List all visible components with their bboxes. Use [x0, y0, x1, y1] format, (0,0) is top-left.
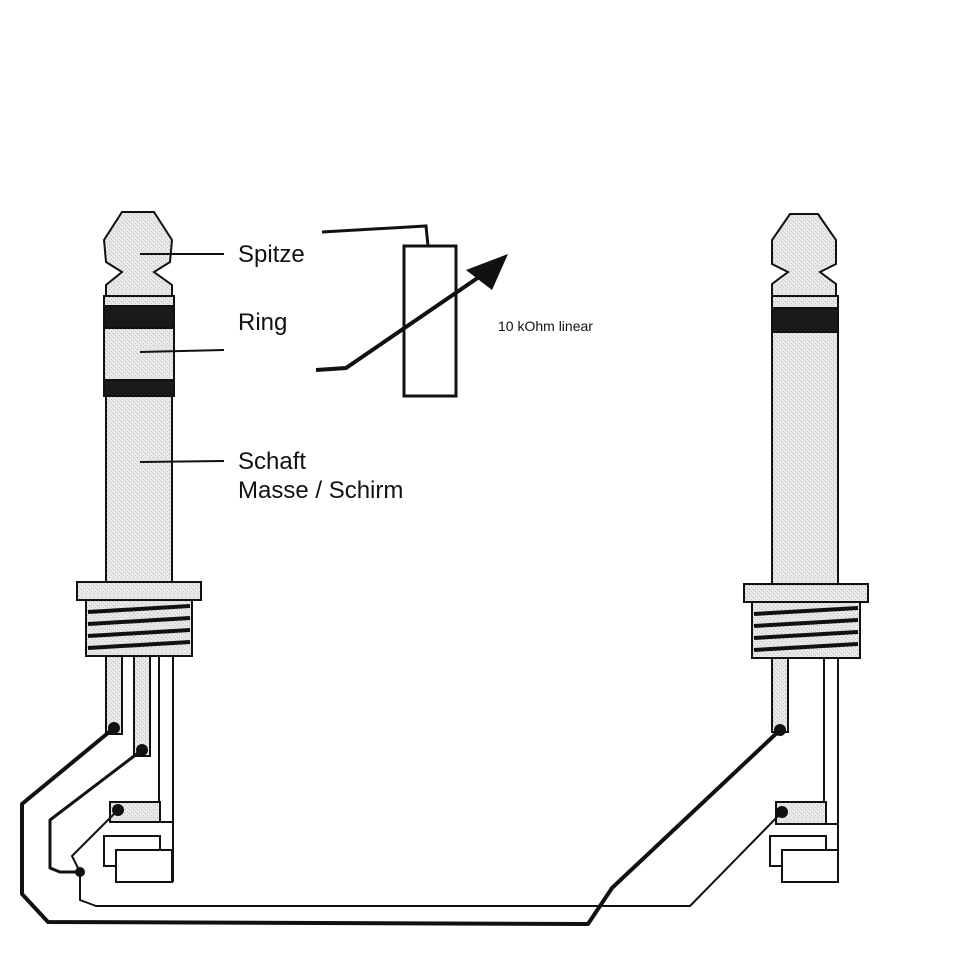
left-plug-lugs	[103, 655, 174, 883]
solder-points	[75, 722, 788, 877]
left-plug-ring	[103, 327, 175, 381]
right-plug-tip	[771, 213, 837, 297]
right-ts-plug	[743, 213, 869, 659]
potentiometer-arrowhead	[466, 254, 508, 290]
label-sleeve: Schaft	[238, 448, 306, 475]
right-plug-thread-lines	[753, 606, 859, 652]
left-plug-band-bottom	[103, 379, 175, 397]
left-plug-flange	[76, 581, 202, 601]
left-plug-band-top	[103, 305, 175, 329]
potentiometer	[315, 224, 508, 398]
right-plug-band	[771, 307, 839, 333]
wire-ring	[48, 748, 144, 874]
label-potentiometer: 10 kOhm linear	[498, 318, 593, 334]
potentiometer-wiper	[315, 262, 500, 372]
label-tip: Spitze	[238, 241, 305, 268]
right-plug-flange	[743, 583, 869, 603]
right-plug-lugs	[769, 657, 839, 883]
wires	[20, 726, 783, 926]
wire-tip-thick	[20, 726, 782, 926]
left-trs-plug	[76, 211, 202, 657]
right-plug-sleeve	[771, 331, 839, 585]
label-leaders	[139, 253, 225, 463]
left-plug-thread-lines	[87, 604, 191, 650]
left-plug-sleeve	[105, 395, 173, 583]
wire-ground-left	[71, 809, 783, 907]
label-ground: Masse / Schirm	[238, 477, 403, 504]
label-ring: Ring	[238, 309, 287, 336]
potentiometer-top-lead	[321, 224, 430, 247]
